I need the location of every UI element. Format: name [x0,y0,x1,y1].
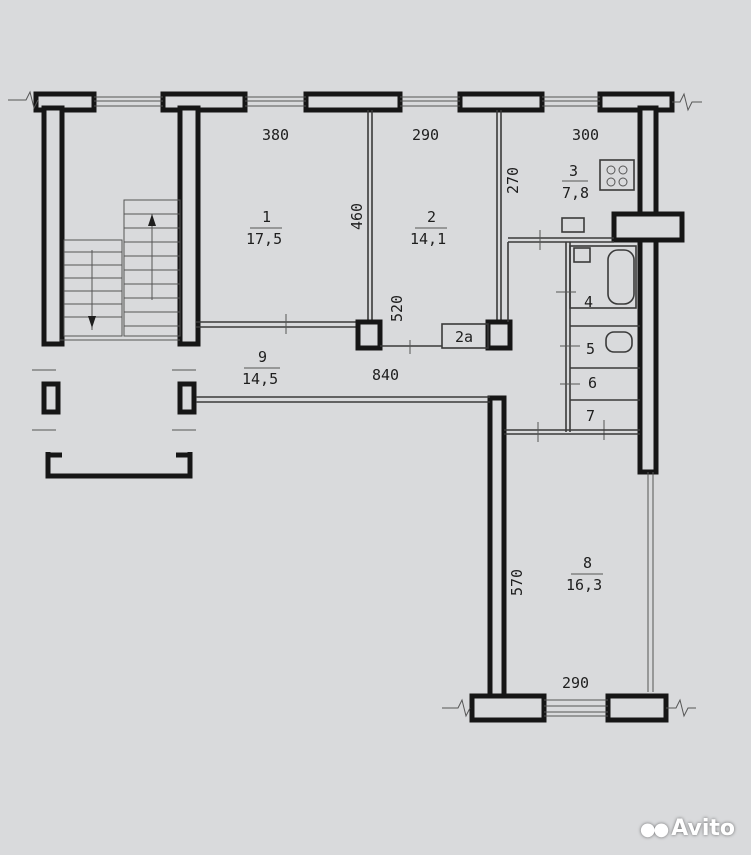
room-9-label: 9 14,5 [242,348,280,388]
room-2a-label: 2a [455,328,473,346]
room-3-label: 3 7,8 [562,162,589,202]
room-2a-number: 2a [455,328,473,346]
dimension-room8-width: 290 [562,674,589,692]
avito-watermark: ●●Avito [640,816,735,841]
dimension-hall-length: 840 [372,366,399,384]
room-9-number: 9 [258,348,267,366]
avito-logo-icon: ●● [639,819,669,840]
room-1-label: 1 17,5 [246,208,282,248]
room-7-number: 7 [586,407,595,425]
dimension-room3-depth: 270 [504,167,522,194]
partitions [196,110,640,442]
room-1-area: 17,5 [246,230,282,248]
dimension-room2-depth: 520 [388,295,406,322]
room-2-area: 14,1 [410,230,446,248]
dimension-room2-width: 290 [412,126,439,144]
dimension-room1-depth: 460 [348,203,366,230]
dimension-room1-width: 380 [262,126,289,144]
room-8-number: 8 [583,554,592,572]
avito-brand-text: Avito [671,816,735,841]
staircase [32,105,201,479]
right-wall [611,105,685,692]
room-8-area: 16,3 [566,576,602,594]
room-4-number: 4 [584,293,593,311]
dimension-room8-depth: 570 [508,569,526,596]
room8-walls [442,395,696,723]
dimension-room3-width: 300 [572,126,599,144]
room-1-number: 1 [262,208,271,226]
top-wall [8,90,702,113]
room-labels: 1 17,5 2 14,1 2a 3 7,8 4 5 6 7 8 16,3 9 [242,162,603,594]
room-8-label: 8 16,3 [566,554,603,594]
room-6-number: 6 [588,374,597,392]
room-2-label: 2 14,1 [410,208,447,248]
room-5-number: 5 [586,340,595,358]
dimension-labels: 380 290 300 460 270 520 840 570 290 [262,126,599,692]
room-9-area: 14,5 [242,370,278,388]
room-3-area: 7,8 [562,184,589,202]
room-3-number: 3 [569,162,578,180]
room-2-number: 2 [427,208,436,226]
